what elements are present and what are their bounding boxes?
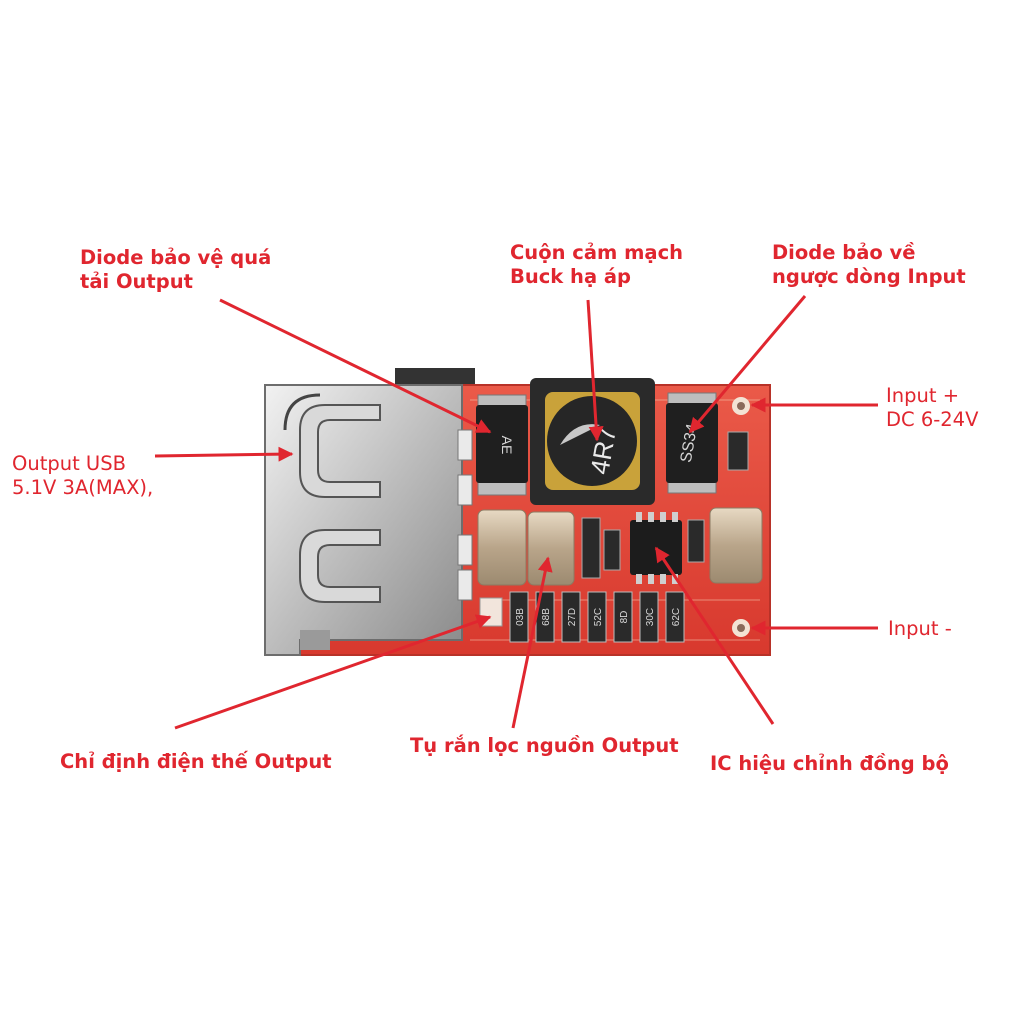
resistor-2 (561, 591, 581, 643)
resistor-marking-0: 03B (515, 608, 526, 626)
resistor-marking-4: 8D (619, 611, 630, 624)
resistor-0 (509, 591, 529, 643)
label-input-plus-line1: Input + (886, 384, 960, 407)
resistor-5 (639, 591, 659, 643)
label-diode-input-line2: ngược dòng Input (772, 265, 966, 289)
resistor-marking-5: 30C (645, 608, 656, 626)
arrow-inductor (586, 299, 604, 442)
label-diode-output-line2: tải Output (80, 270, 193, 294)
inductor-component: 4R7 (530, 378, 655, 505)
resistor-4 (613, 591, 633, 643)
led-indicator (479, 597, 503, 627)
resistor-marking-2: 27D (567, 608, 578, 626)
label-diode-output: Diode bảo vệ quá tải Output (80, 246, 271, 295)
label-diode-input: Diode bảo về ngược dòng Input (772, 241, 966, 290)
arrow-ic (654, 546, 775, 725)
label-input-plus-line2: DC 6-24V (886, 408, 979, 432)
resistor-marking-1: 68B (541, 608, 552, 626)
arrow-diode-input (688, 295, 807, 434)
usb-connector (264, 384, 473, 656)
arrow-output-usb (154, 446, 294, 462)
label-ic-text: IC hiệu chỉnh đồng bộ (710, 752, 949, 775)
resistor-3 (587, 591, 607, 643)
arrow-capacitor (511, 556, 553, 729)
diode-output-component: AE (476, 394, 528, 496)
resistor-marking-3: 52C (593, 608, 604, 626)
label-diode-output-line1: Diode bảo vệ quá (80, 246, 272, 269)
label-output-usb-line1: Output USB (12, 452, 126, 475)
diode-output-marking: AE (499, 436, 515, 455)
output-capacitors (477, 507, 763, 586)
label-capacitor-text: Tụ rắn lọc nguồn Output (410, 734, 679, 757)
label-input-minus: Input - (888, 617, 952, 641)
label-voltage-indicator-text: Chỉ định điện thế Output (60, 750, 332, 773)
resistor-6 (665, 591, 685, 643)
label-inductor: Cuộn cảm mạch Buck hạ áp (510, 241, 683, 290)
label-ic: IC hiệu chỉnh đồng bộ (710, 752, 949, 776)
resistor-row: 03B 68B 27D 52C 8D 30C 62C (509, 591, 685, 643)
label-inductor-line1: Cuộn cảm mạch (510, 241, 684, 264)
arrow-voltage-indicator (174, 614, 492, 730)
label-voltage-indicator: Chỉ định điện thế Output (60, 750, 332, 774)
label-diode-input-line1: Diode bảo về (772, 241, 916, 264)
label-output-usb: Output USB 5.1V 3A(MAX), (12, 452, 153, 501)
label-input-plus: Input + DC 6-24V (886, 384, 978, 433)
arrow-diode-output (219, 298, 492, 434)
resistor-marking-6: 62C (671, 608, 682, 626)
label-capacitor: Tụ rắn lọc nguồn Output (410, 734, 679, 758)
callout-arrows (154, 295, 878, 730)
label-input-minus-text: Input - (888, 617, 952, 640)
label-inductor-line2: Buck hạ áp (510, 265, 632, 289)
label-output-usb-line2: 5.1V 3A(MAX), (12, 476, 154, 500)
